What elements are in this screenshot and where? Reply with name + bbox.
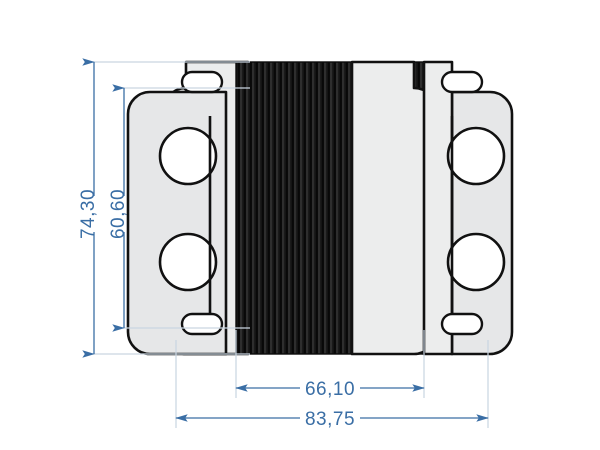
- right-bracket-face-plate: [422, 60, 454, 356]
- part-assembly: [126, 60, 514, 356]
- dimension-labels: 74,30 60,60 66,10 83,75: [78, 189, 355, 430]
- right-top-slot: [440, 70, 484, 94]
- left-top-slot: [180, 70, 224, 94]
- left-bottom-slot: [180, 312, 224, 336]
- dimension-lines: [82, 58, 489, 422]
- right-upper-hole: [446, 126, 506, 186]
- left-lower-hole: [158, 232, 218, 292]
- left-upper-hole: [158, 126, 218, 186]
- dimension-label-overall-height: 74,30: [78, 189, 99, 239]
- dimension-label-overall-width: 83,75: [305, 409, 355, 430]
- dimension-label-inner-height: 60,60: [108, 189, 129, 239]
- dimension-label-core-width: 66,10: [305, 379, 355, 400]
- right-lower-hole: [446, 232, 506, 292]
- right-bottom-slot: [440, 312, 484, 336]
